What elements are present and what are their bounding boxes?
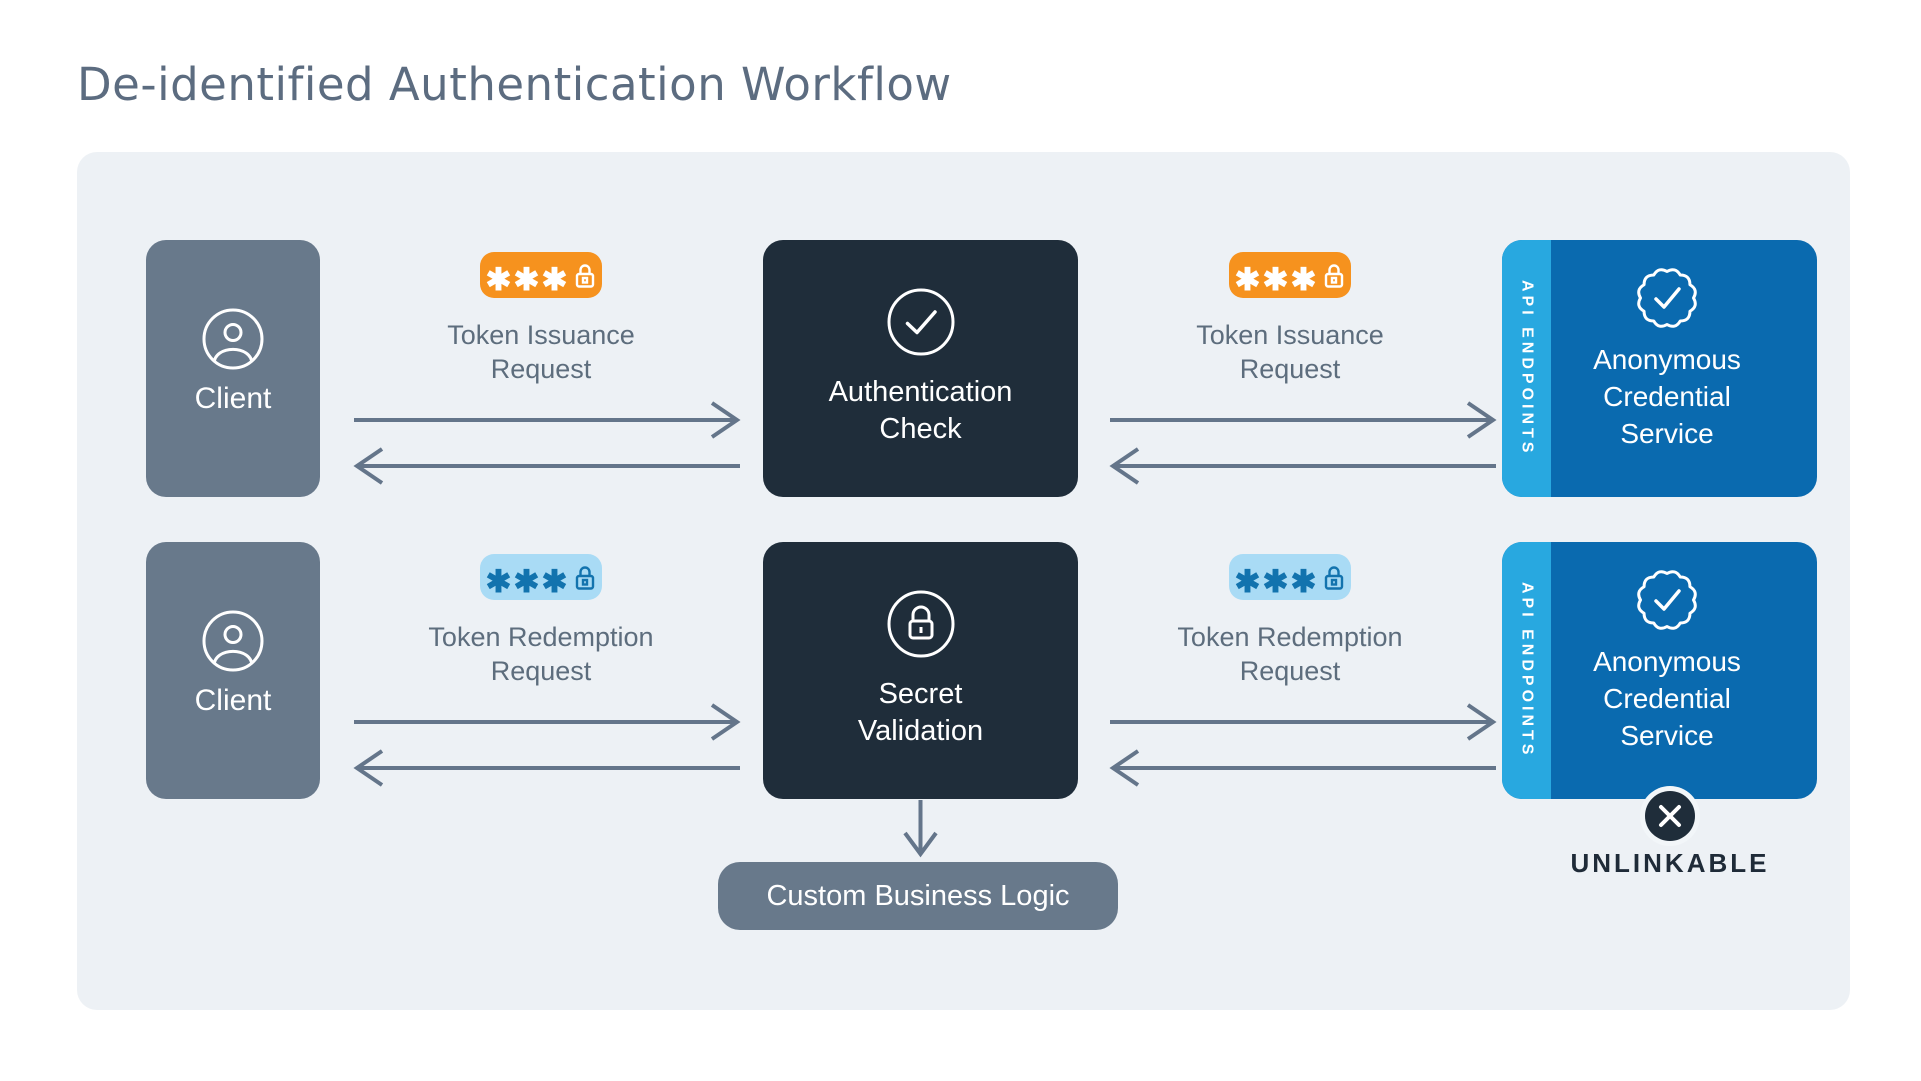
lock-circle-icon <box>887 590 954 658</box>
token-stars: ✱✱✱ <box>485 563 570 599</box>
lock-icon <box>576 565 595 590</box>
request-label: Token Redemption Request <box>428 622 654 686</box>
token-stars: ✱✱✱ <box>1234 261 1319 297</box>
arrow-right <box>354 703 741 741</box>
client-node: Client <box>146 240 320 497</box>
service-label: Anonymous Credential Service <box>1593 646 1741 751</box>
token-stars: ✱✱✱ <box>485 261 570 297</box>
secret-validation-node: Secret Validation <box>763 542 1078 799</box>
processor-label: Authentication Check <box>828 376 1013 445</box>
arrow-left <box>1109 749 1496 787</box>
masked-token-badge: ✱✱✱ <box>480 554 602 600</box>
user-icon <box>202 308 264 370</box>
processor-label: Secret Validation <box>857 678 984 747</box>
lock-icon <box>576 263 595 288</box>
custom-business-logic-node: Custom Business Logic <box>718 862 1118 930</box>
redemption-flow-row: Client ✱✱✱ Token Redemption Request <box>0 542 1921 930</box>
masked-token-badge: ✱✱✱ <box>1229 252 1351 298</box>
arrow-right <box>354 401 741 439</box>
client-node: Client <box>146 542 320 799</box>
check-circle-icon <box>887 288 954 356</box>
service-content: Anonymous Credential Service <box>1551 240 1783 497</box>
request-label: Token Redemption Request <box>1177 622 1403 686</box>
certificate-badge-icon <box>1637 268 1697 328</box>
masked-token-badge: ✱✱✱ <box>480 252 602 298</box>
api-endpoints-strip: API ENDPOINTS <box>1502 240 1551 497</box>
certificate-badge-icon <box>1637 570 1697 630</box>
unlinkable-label: UNLINKABLE <box>1570 848 1770 878</box>
api-endpoints-strip: API ENDPOINTS <box>1502 542 1551 799</box>
arrow-left <box>353 749 740 787</box>
request-label: Token Issuance Request <box>1196 320 1384 384</box>
arrow-right <box>1110 401 1497 439</box>
issuance-flow-row: Client ✱✱✱ Token Issuance Request <box>0 240 1921 497</box>
token-stars: ✱✱✱ <box>1234 563 1319 599</box>
arrow-down <box>903 800 938 858</box>
masked-token-badge: ✱✱✱ <box>1229 554 1351 600</box>
arrow-left <box>1109 447 1496 485</box>
anonymous-credential-service-node: API ENDPOINTS Anonymous Credential Servi… <box>1502 240 1817 497</box>
x-glyph <box>1659 805 1681 827</box>
service-label: Anonymous Credential Service <box>1593 344 1741 449</box>
user-icon <box>202 610 264 672</box>
arrow-right <box>1110 703 1497 741</box>
unlinkable-x-icon <box>1645 791 1695 841</box>
lock-icon <box>1325 263 1344 288</box>
lock-icon <box>1325 565 1344 590</box>
request-label: Token Issuance Request <box>447 320 635 384</box>
client-label: Client <box>194 382 272 415</box>
authentication-check-node: Authentication Check <box>763 240 1078 497</box>
arrow-left <box>353 447 740 485</box>
service-content: Anonymous Credential Service <box>1551 542 1783 799</box>
anonymous-credential-service-node: API ENDPOINTS Anonymous Credential Servi… <box>1502 542 1817 799</box>
page-title: De-identified Authentication Workflow <box>77 58 952 111</box>
client-label: Client <box>194 684 272 717</box>
